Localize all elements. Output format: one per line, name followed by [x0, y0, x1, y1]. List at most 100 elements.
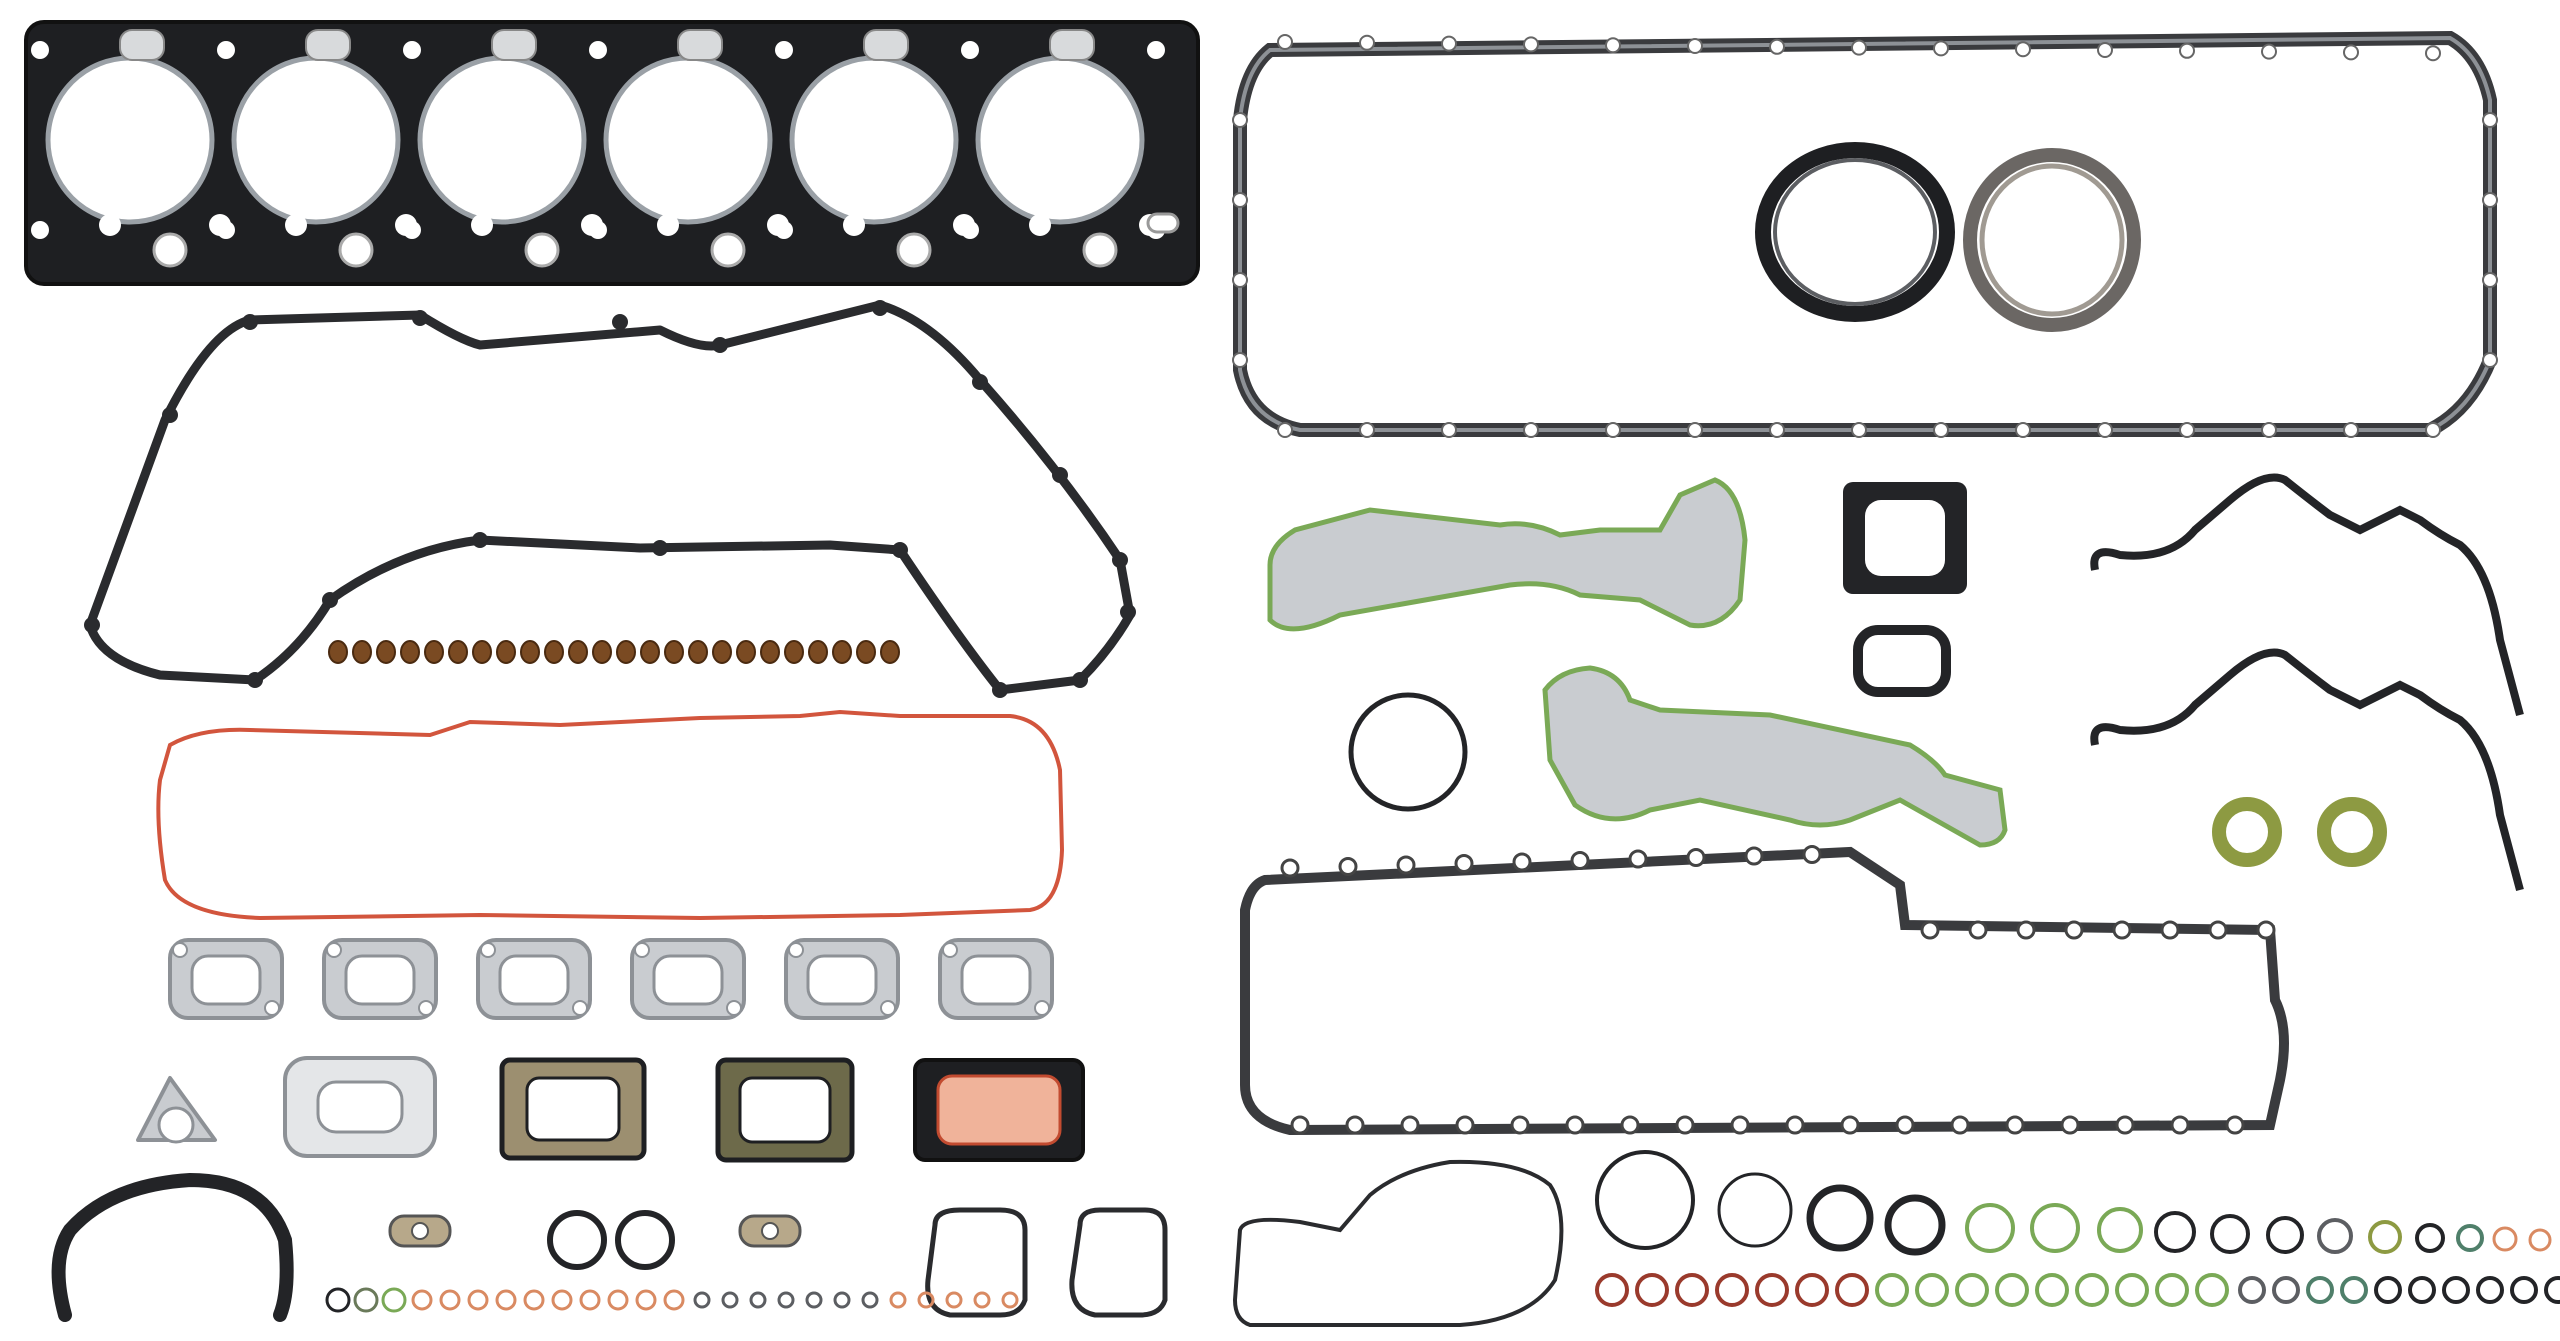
oil-pan-gasket: [1232, 30, 2498, 438]
bolt-hole: [1785, 1115, 1805, 1135]
bolt-hole: [2015, 41, 2031, 58]
valve-stem-seal: [400, 640, 420, 664]
sump-bolt-holes: [1280, 845, 2276, 1135]
triangle-flange-gasket: [136, 1076, 217, 1144]
o-ring: [1755, 1273, 1789, 1307]
bolt-hole: [217, 41, 235, 59]
valve-stem-seal: [544, 640, 564, 664]
valve-stem-seal: [712, 640, 732, 664]
gasket-tab: [712, 337, 728, 353]
valve-stem-seal: [328, 640, 348, 664]
oil-port: [524, 232, 560, 268]
gasket-tab: [612, 314, 628, 330]
left-o-ring-assortment: [325, 1210, 1019, 1313]
o-ring: [777, 1291, 795, 1309]
o-ring: [635, 1289, 657, 1311]
gasket-tab: [1120, 604, 1136, 620]
valve-stem-seal: [352, 640, 372, 664]
bolt-hole: [403, 41, 421, 59]
valve-stem-seal: [424, 640, 444, 664]
injector-sleeve-seal-2: [1069, 1207, 1168, 1318]
bolt-hole: [1920, 920, 1940, 940]
o-ring: [861, 1291, 879, 1309]
bolt-hole: [1359, 422, 1375, 438]
turbo-gasket-2: [715, 1057, 855, 1163]
camshaft-seal-1: [2212, 797, 2282, 867]
o-ring: [2317, 1218, 2353, 1254]
bolt-hole: [1400, 1115, 1420, 1135]
coolant-port: [305, 29, 351, 61]
gasket-tab: [247, 672, 263, 688]
oil-cooler-gasket-upper: [1267, 477, 1748, 632]
bolt-hole: [589, 41, 607, 59]
bolt-hole: [1565, 1115, 1585, 1135]
bolt-hole: [1232, 272, 1248, 288]
gasket-tab: [84, 617, 100, 633]
bolt-hole: [1570, 851, 1590, 870]
o-ring: [917, 1291, 935, 1309]
bolt-hole: [1802, 845, 1822, 864]
exhaust-manifold-gasket: [476, 938, 592, 1020]
o-ring: [439, 1289, 461, 1311]
bolt-hole: [1277, 422, 1293, 438]
square-rubber-seal: [1853, 625, 1951, 697]
bolt-hole: [2343, 422, 2359, 438]
bolt-hole: [209, 214, 231, 236]
crank-seal-black: [1755, 142, 1955, 322]
o-ring: [551, 1289, 573, 1311]
bolt-hole: [1851, 39, 1867, 56]
oil-port: [710, 232, 746, 268]
coolant-port: [119, 29, 165, 61]
o-ring: [2415, 1223, 2445, 1253]
o-ring: [805, 1291, 823, 1309]
bolt-hole: [2015, 422, 2031, 438]
o-ring: [2456, 1224, 2484, 1252]
valve-cover-gasket: [85, 300, 1135, 695]
gasket-tab: [162, 407, 178, 423]
bolt-hole: [1396, 855, 1416, 875]
o-ring: [2408, 1276, 2436, 1304]
oil-port: [896, 232, 932, 268]
coolant-port: [1049, 29, 1095, 61]
bolt-hole: [31, 221, 49, 239]
o-ring: [1806, 1184, 1874, 1252]
cylinder-bore: [45, 55, 215, 225]
o-ring: [2097, 1207, 2143, 1253]
timing-cover-seal-lower: [2090, 648, 2524, 892]
bolt-hole: [2179, 42, 2195, 59]
o-ring: [353, 1287, 379, 1313]
bolt-hole: [581, 214, 603, 236]
o-ring: [607, 1289, 629, 1311]
o-ring: [1635, 1273, 1669, 1307]
bolt-hole: [2170, 1115, 2190, 1135]
bolt-hole: [1523, 422, 1539, 438]
oil-port: [152, 232, 188, 268]
coolant-port: [863, 29, 909, 61]
valve-stem-seal: [376, 640, 396, 664]
bolt-hole: [2112, 920, 2132, 940]
gasket-tab: [1072, 672, 1088, 688]
camshaft-seal-2: [2317, 797, 2387, 867]
bolt-hole: [1840, 1115, 1860, 1135]
o-ring: [2272, 1276, 2300, 1304]
bolt-hole: [2343, 44, 2359, 61]
valve-stem-seal: [496, 640, 516, 664]
bolt-hole: [1686, 848, 1706, 867]
water-pump-gasket: [1232, 1159, 1564, 1327]
cylinder-head-gasket: [24, 20, 1200, 286]
o-ring: [1884, 1194, 1946, 1256]
bolt-hole: [1895, 1115, 1915, 1135]
bolt-hole: [1338, 857, 1358, 876]
o-ring: [2035, 1273, 2069, 1307]
o-ring: [2528, 1228, 2552, 1252]
o-ring: [1995, 1273, 2029, 1307]
o-ring: [2510, 1276, 2538, 1304]
bolt-hole: [775, 41, 793, 59]
exhaust-manifold-gasket: [322, 938, 438, 1020]
cylinder-bore: [603, 55, 773, 225]
bolt-hole: [2064, 920, 2084, 940]
bolt-hole: [395, 214, 417, 236]
bolt-hole: [1345, 1115, 1365, 1135]
bolt-hole: [2208, 920, 2228, 940]
